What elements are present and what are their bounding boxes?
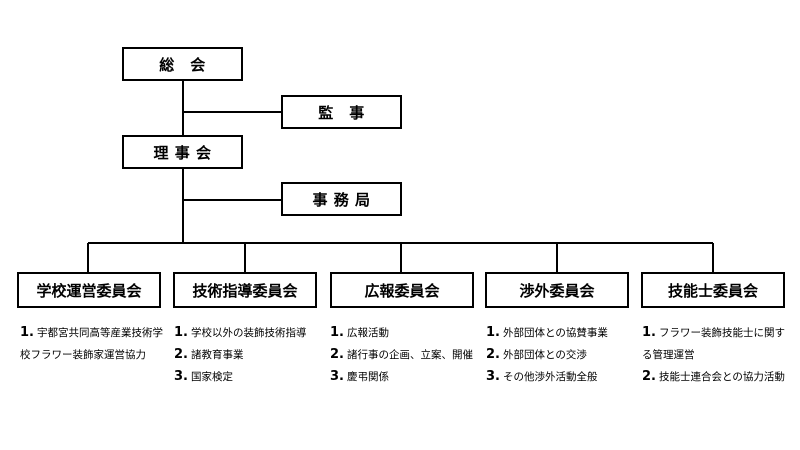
auditor-label: 監 事 bbox=[318, 103, 365, 122]
committee-box-external-affairs: 渉外委員会 bbox=[485, 272, 629, 308]
duty-list-certified-technicians: 1.フラワー装飾技能士に関する管理運営 2.技能士連合会との協力活動 bbox=[642, 322, 790, 388]
board-label: 理 事 会 bbox=[153, 143, 212, 162]
duty-item: 2.諸行事の企画、立案、開催 bbox=[330, 344, 478, 366]
duty-item: 1.広報活動 bbox=[330, 322, 478, 344]
duty-text: 外部団体との交渉 bbox=[502, 349, 587, 361]
duty-list-external-affairs: 1.外部団体との協賛事業 2.外部団体との交渉 3.その他渉外活動全般 bbox=[486, 322, 634, 388]
duty-number: 3. bbox=[330, 369, 344, 384]
duty-item: 2.諸教育事業 bbox=[174, 344, 322, 366]
committee-box-school-operations: 学校運営委員会 bbox=[17, 272, 161, 308]
duty-text: その他渉外活動全般 bbox=[502, 371, 598, 383]
general-assembly-label: 総 会 bbox=[159, 55, 206, 74]
committee-label: 広報委員会 bbox=[364, 281, 440, 300]
duty-item: 1.学校以外の装飾技術指導 bbox=[174, 322, 322, 344]
duty-text: 外部団体との協賛事業 bbox=[502, 327, 608, 339]
duty-text: 慶弔関係 bbox=[346, 371, 389, 383]
committee-box-public-relations: 広報委員会 bbox=[330, 272, 474, 308]
committee-box-certified-technicians: 技能士委員会 bbox=[641, 272, 785, 308]
duty-number: 1. bbox=[174, 325, 188, 340]
duty-text: 諸行事の企画、立案、開催 bbox=[346, 349, 473, 361]
duty-item: 2.技能士連合会との協力活動 bbox=[642, 366, 790, 388]
duty-item: 1.外部団体との協賛事業 bbox=[486, 322, 634, 344]
duty-list-technical-guidance: 1.学校以外の装飾技術指導 2.諸教育事業 3.国家検定 bbox=[174, 322, 322, 388]
committee-box-technical-guidance: 技術指導委員会 bbox=[173, 272, 317, 308]
duty-number: 3. bbox=[174, 369, 188, 384]
duty-text: 学校以外の装飾技術指導 bbox=[190, 327, 307, 339]
secretariat-label: 事 務 局 bbox=[312, 190, 371, 209]
duty-text: 技能士連合会との協力活動 bbox=[658, 371, 785, 383]
duty-item: 3.その他渉外活動全般 bbox=[486, 366, 634, 388]
duty-text: 宇都宮共同高等産業技術学校フラワー装飾家運営協力 bbox=[20, 327, 163, 361]
duty-item: 3.慶弔関係 bbox=[330, 366, 478, 388]
duty-list-public-relations: 1.広報活動 2.諸行事の企画、立案、開催 3.慶弔関係 bbox=[330, 322, 478, 388]
duty-text: フラワー装飾技能士に関する管理運営 bbox=[642, 327, 785, 361]
duty-number: 1. bbox=[330, 325, 344, 340]
duty-item: 1.フラワー装飾技能士に関する管理運営 bbox=[642, 322, 790, 366]
duty-item: 2.外部団体との交渉 bbox=[486, 344, 634, 366]
duty-number: 1. bbox=[486, 325, 500, 340]
committee-label: 渉外委員会 bbox=[519, 281, 595, 300]
committee-label: 技能士委員会 bbox=[667, 281, 758, 300]
duty-number: 3. bbox=[486, 369, 500, 384]
duty-list-school-operations: 1.宇都宮共同高等産業技術学校フラワー装飾家運営協力 bbox=[20, 322, 168, 366]
duty-text: 国家検定 bbox=[190, 371, 233, 383]
committee-label: 技術指導委員会 bbox=[192, 281, 298, 300]
duty-item: 3.国家検定 bbox=[174, 366, 322, 388]
duty-number: 2. bbox=[642, 369, 656, 384]
secretariat-box: 事 務 局 bbox=[281, 182, 402, 216]
duty-text: 広報活動 bbox=[346, 327, 389, 339]
committee-label: 学校運営委員会 bbox=[36, 281, 142, 300]
duty-text: 諸教育事業 bbox=[190, 349, 244, 361]
duty-number: 2. bbox=[174, 347, 188, 362]
duty-number: 1. bbox=[642, 325, 656, 340]
duty-number: 2. bbox=[330, 347, 344, 362]
general-assembly-box: 総 会 bbox=[122, 47, 243, 81]
auditor-box: 監 事 bbox=[281, 95, 402, 129]
duty-number: 1. bbox=[20, 325, 34, 340]
duty-item: 1.宇都宮共同高等産業技術学校フラワー装飾家運営協力 bbox=[20, 322, 168, 366]
board-box: 理 事 会 bbox=[122, 135, 243, 169]
duty-number: 2. bbox=[486, 347, 500, 362]
